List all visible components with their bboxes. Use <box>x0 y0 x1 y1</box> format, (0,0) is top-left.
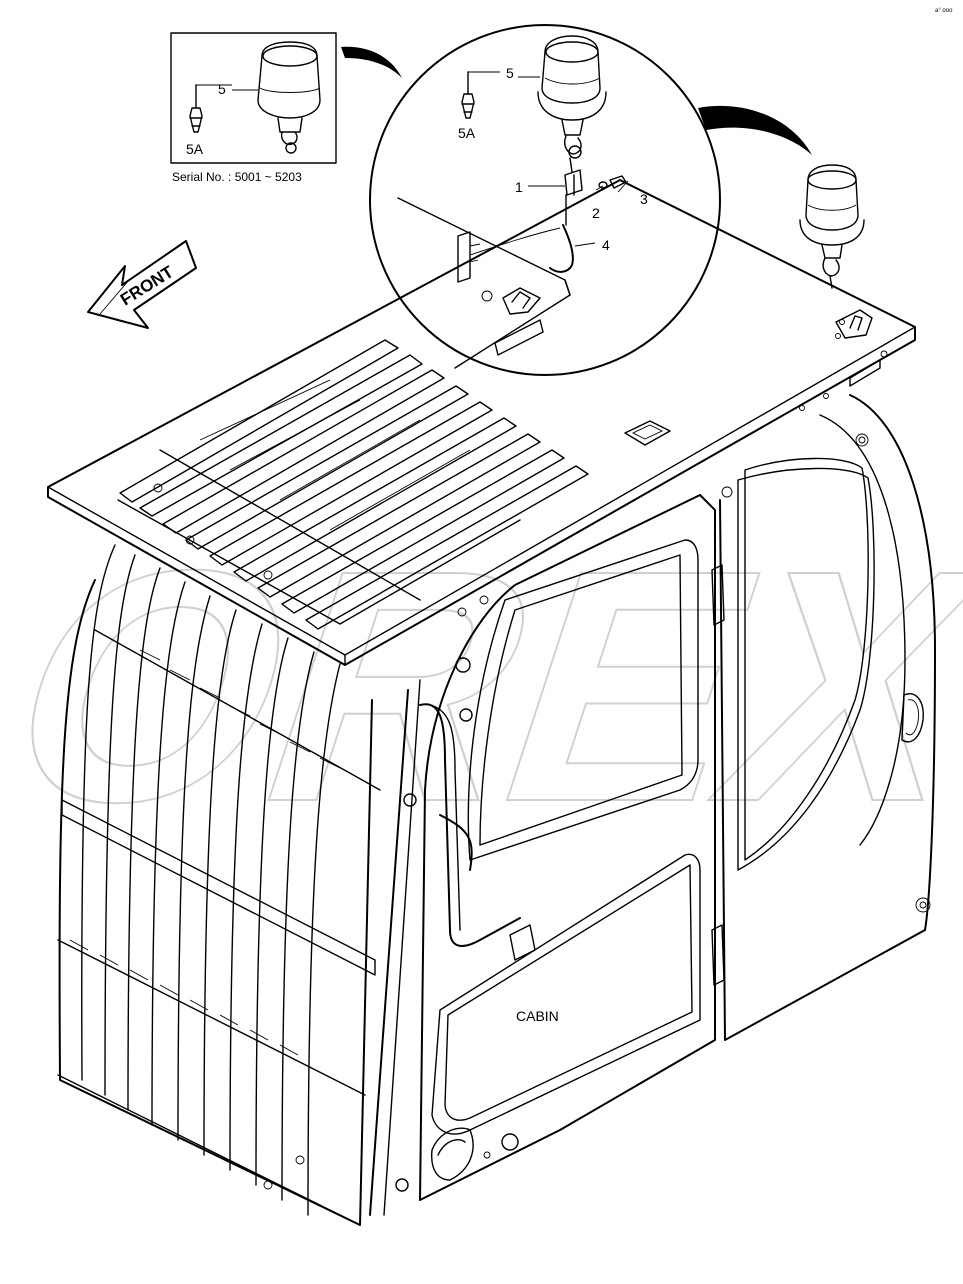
corner-mark: a° ooo <box>935 8 953 14</box>
inset-callout-5a: 5A <box>186 141 204 157</box>
pointer-arrows <box>341 46 812 155</box>
inset-callout-5: 5 <box>218 81 226 97</box>
callout-3: 3 <box>640 191 648 207</box>
detail-callout-5a: 5A <box>458 125 476 141</box>
cabin-roof <box>47 179 916 666</box>
cabin-label: CABIN <box>516 1008 559 1024</box>
callout-4: 4 <box>602 237 610 253</box>
roof-beacon <box>799 164 865 289</box>
top-guard <box>117 339 589 630</box>
detail-circle: 5 5A 1 2 3 4 <box>369 24 721 376</box>
cabin-body <box>369 394 936 1216</box>
serial-caption: Serial No. : 5001 ~ 5203 <box>172 170 302 184</box>
front-guard <box>57 544 381 1226</box>
serial-inset: 5 5A Serial No. : 5001 ~ 5203 <box>170 32 337 184</box>
callout-2: 2 <box>592 205 600 221</box>
callout-1: 1 <box>515 179 523 195</box>
front-arrow: FRONT <box>87 240 197 329</box>
detail-callout-5: 5 <box>506 65 514 81</box>
